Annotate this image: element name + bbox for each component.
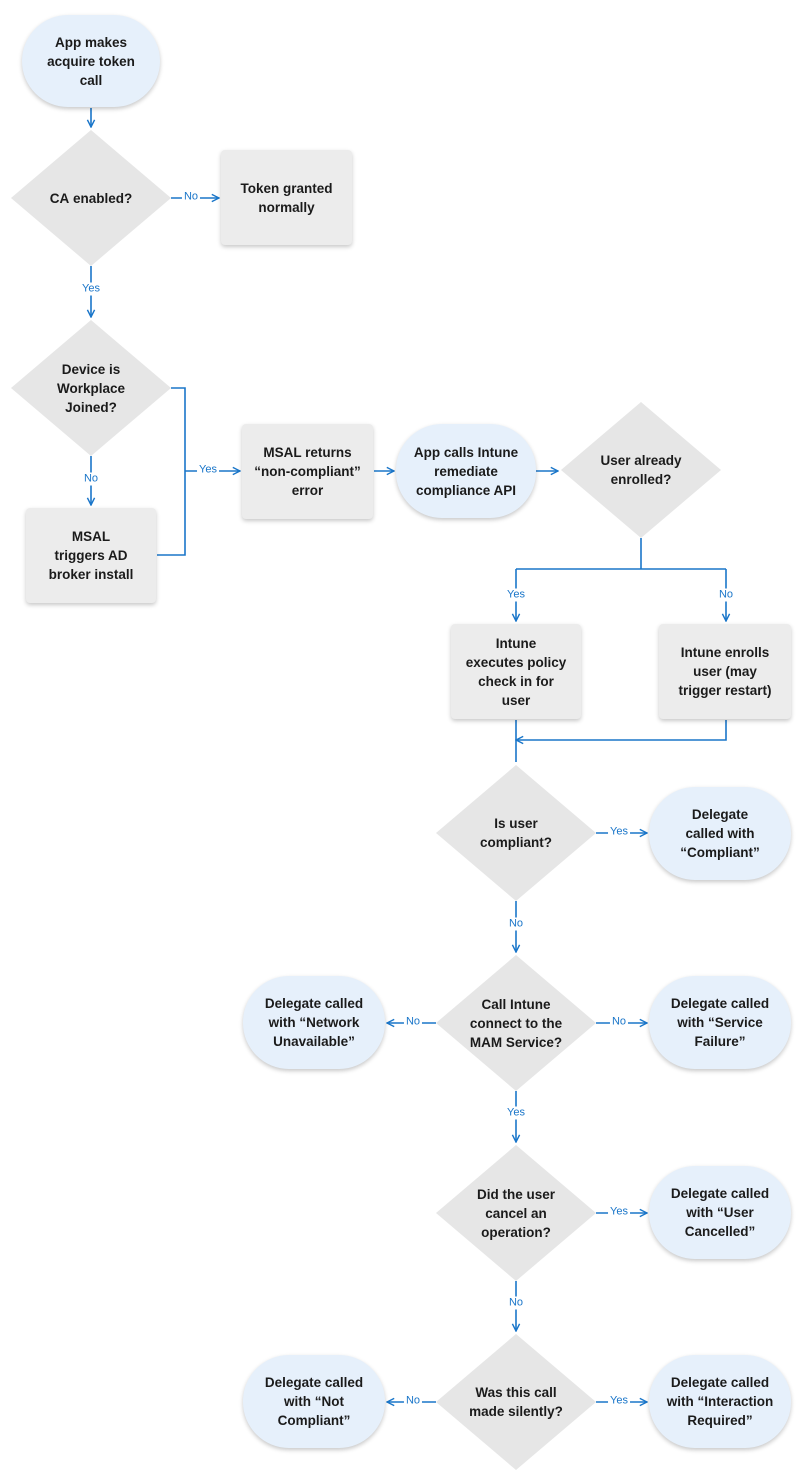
node-user-compliant: Is user compliant? <box>479 816 552 850</box>
decision-user-compliant-diamond <box>436 765 596 901</box>
node-delegate-interaction: Delegate called with “Interaction Requir… <box>649 1355 791 1448</box>
edge-enrolled-split <box>516 538 726 570</box>
node-user-enrolled: User already enrolled? <box>600 453 682 487</box>
node-delegate-cancelled: Delegate called with “User Cancelled” <box>649 1166 791 1259</box>
edge-label-mam-right-no: No <box>609 1015 629 1029</box>
edge-label-silent-yes: Yes <box>608 1394 630 1408</box>
node-call-silent: Was this call made silently? <box>469 1385 563 1419</box>
node-delegate-service: Delegate called with “Service Failure” <box>649 976 791 1069</box>
decision-mam-connect-diamond <box>436 955 596 1091</box>
node-msal-noncompliant: MSAL returns “non-compliant” error <box>242 424 373 519</box>
edge-label-cancel-no: No <box>506 1296 526 1310</box>
node-enroll-user: Intune enrolls user (may trigger restart… <box>659 624 791 719</box>
edge-label-joined-yes: Yes <box>197 463 219 477</box>
edge-label-mam-yes: Yes <box>505 1106 527 1120</box>
node-broker-install: MSAL triggers AD broker install <box>26 508 156 603</box>
edge-label-ca-yes: Yes <box>80 282 102 296</box>
edge-label-enrolled-no: No <box>716 588 736 602</box>
edge-label-joined-no: No <box>81 472 101 486</box>
ca-enabled-rest: enabled? <box>69 190 133 206</box>
decision-ca-enabled-diamond <box>11 130 171 266</box>
edge-label-ca-no: No <box>181 190 201 204</box>
decision-user-enrolled-diamond <box>561 402 721 538</box>
node-intune-remediate: App calls Intune remediate compliance AP… <box>396 424 536 518</box>
node-delegate-not-compliant: Delegate called with “Not Compliant” <box>243 1355 385 1448</box>
node-user-cancel: Did the user cancel an operation? <box>476 1186 555 1240</box>
edge-label-enrolled-yes: Yes <box>505 588 527 602</box>
edge-label-cancel-yes: Yes <box>608 1205 630 1219</box>
decision-user-cancel-diamond <box>436 1145 596 1281</box>
edge-label-mam-left-no: No <box>403 1015 423 1029</box>
edge-merge <box>516 720 727 762</box>
node-token-granted: Token granted normally <box>221 150 352 245</box>
decision-device-joined-diamond <box>11 320 171 456</box>
node-delegate-compliant: Delegate called with “Compliant” <box>649 787 791 880</box>
node-device-joined: Device is Workplace Joined? <box>56 361 126 415</box>
edge-label-silent-no: No <box>403 1394 423 1408</box>
decision-call-silent-diamond <box>436 1334 596 1470</box>
edge-label-compliant-yes: Yes <box>608 825 630 839</box>
ca-abbrev: CA <box>49 190 70 206</box>
node-policy-check: Intune executes policy check in for user <box>451 624 581 719</box>
edge-joined-right <box>157 387 186 556</box>
edge-label-compliant-no: No <box>506 917 526 931</box>
node-ca-enabled: CA enabled? <box>31 174 151 222</box>
node-delegate-network: Delegate called with “Network Unavailabl… <box>243 976 385 1069</box>
node-mam-connect: Call Intune connect to the MAM Service? <box>469 996 563 1050</box>
node-acquire-token: App makes acquire token call <box>22 15 160 107</box>
